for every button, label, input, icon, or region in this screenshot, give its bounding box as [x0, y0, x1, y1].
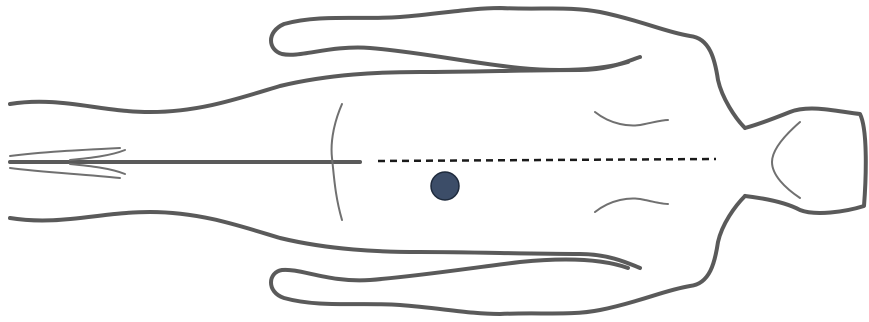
right-foot-detail	[10, 164, 125, 178]
torso-upper-contour	[10, 57, 640, 112]
position-marker-dot	[431, 172, 459, 200]
head-outline	[745, 109, 866, 213]
dashed-midline	[378, 159, 716, 161]
lower-chest-detail	[595, 199, 668, 213]
face-detail	[772, 122, 800, 198]
left-foot-detail	[10, 148, 125, 160]
upper-chest-detail	[595, 112, 668, 126]
upper-arm-outline	[271, 8, 745, 128]
